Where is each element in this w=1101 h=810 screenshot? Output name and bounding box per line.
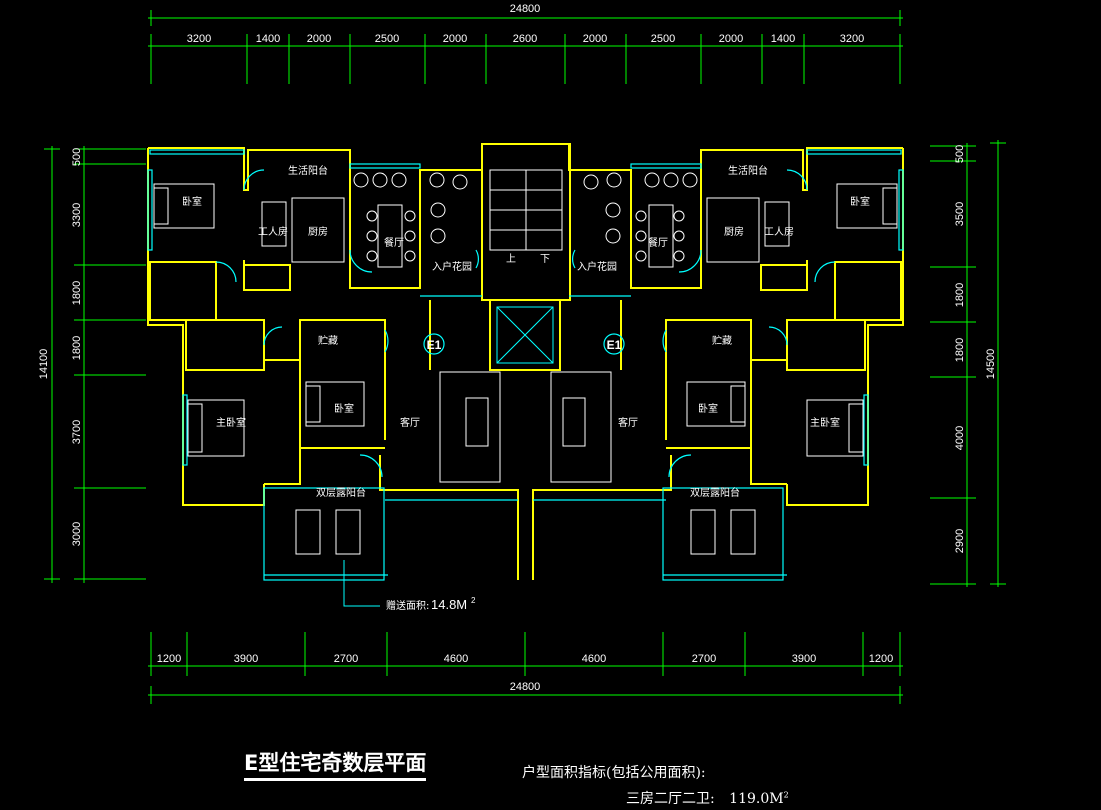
drawing-title: E型住宅奇数层平面 (244, 750, 427, 781)
bottom-dim-6: 2700 (692, 653, 716, 665)
area-index-sup: 2 (783, 790, 789, 800)
label-left-maid-room: 工人房 (258, 225, 288, 238)
area-index-value: 三房二厅二卫: 119.0M2 (626, 788, 789, 808)
top-dim-9: 2000 (719, 33, 743, 45)
top-dim-11: 3200 (840, 33, 864, 45)
top-dim-3: 2000 (307, 33, 331, 45)
label-right-double-balcony: 双层露阳台 (690, 486, 740, 499)
bottom-segment-dimensions: 1200 3900 2700 4600 4600 2700 3900 1200 (157, 653, 893, 665)
left-dim-1: 500 (71, 148, 83, 166)
bottom-total-dimension: 24800 (510, 681, 541, 693)
unit-tag-right: E1 (603, 333, 625, 355)
label-right-maid-room: 工人房 (764, 225, 794, 238)
top-dim-2: 1400 (256, 33, 280, 45)
top-segment-dimensions: 3200 1400 2000 2500 2000 2600 2000 2500 … (187, 33, 864, 45)
top-dim-4: 2500 (375, 33, 399, 45)
unit-tag-right-text: E1 (607, 338, 622, 352)
label-right-bedroom-top: 卧室 (850, 195, 870, 208)
label-left-dining: 餐厅 (384, 236, 404, 249)
left-dim-4: 1800 (71, 336, 83, 360)
bonus-area-value: 14.8M (431, 597, 467, 612)
room-labels-left: 卧室 生活阳台 工人房 厨房 餐厅 入户花园 贮藏 卧室 主卧室 客厅 双层露阳… (182, 164, 472, 499)
bottom-dim-4: 4600 (444, 653, 468, 665)
label-left-living: 客厅 (400, 416, 420, 429)
right-dimensions: 14500 500 3500 1800 1800 4000 2900 (954, 145, 997, 553)
label-right-master-bedroom: 主卧室 (810, 416, 840, 429)
bottom-dim-8: 1200 (869, 653, 893, 665)
left-dim-2: 3300 (71, 203, 83, 227)
label-left-bedroom-top: 卧室 (182, 195, 202, 208)
bottom-dim-7: 3900 (792, 653, 816, 665)
top-dim-6: 2600 (513, 33, 537, 45)
unit-tag-left-text: E1 (427, 338, 442, 352)
right-dim-6: 2900 (954, 529, 966, 553)
windows (147, 149, 904, 581)
fixtures (153, 169, 898, 555)
label-left-kitchen: 厨房 (308, 225, 328, 238)
top-ticks (150, 34, 901, 84)
left-total-dimension: 14100 (38, 349, 50, 380)
label-right-living: 客厅 (618, 416, 638, 429)
top-total-dimension: 24800 (510, 3, 541, 15)
label-left-bedroom-mid: 卧室 (334, 402, 354, 415)
left-dim-6: 3000 (71, 522, 83, 546)
bottom-dim-5: 4600 (582, 653, 606, 665)
dimension-lines (44, 10, 1006, 704)
right-dim-3: 1800 (954, 283, 966, 307)
left-dim-3: 1800 (71, 281, 83, 305)
stair-up-label: 上 (506, 253, 516, 265)
label-left-double-balcony: 双层露阳台 (316, 486, 366, 499)
room-labels-right: 卧室 生活阳台 工人房 厨房 餐厅 入户花园 贮藏 卧室 主卧室 客厅 双层露阳… (577, 164, 870, 499)
label-left-storage: 贮藏 (318, 334, 338, 347)
left-dim-5: 3700 (71, 420, 83, 444)
bottom-dim-3: 2700 (334, 653, 358, 665)
label-right-dining: 餐厅 (648, 236, 668, 249)
label-right-entry-garden: 入户花园 (577, 260, 617, 273)
right-dim-2: 3500 (954, 202, 966, 226)
right-total-dimension: 14500 (985, 349, 997, 380)
area-index-layout: 三房二厅二卫: (626, 791, 715, 807)
bottom-dim-2: 3900 (234, 653, 258, 665)
label-right-bedroom-mid: 卧室 (698, 402, 718, 415)
label-right-storage: 贮藏 (712, 334, 732, 347)
left-dimensions: 14100 500 3300 1800 1800 3700 3000 (38, 148, 83, 546)
right-dim-4: 1800 (954, 338, 966, 362)
bonus-area-callout: 赠送面积: 14.8M 2 (343, 560, 476, 612)
bonus-area-sup: 2 (471, 596, 476, 605)
label-left-entry-garden: 入户花园 (432, 260, 472, 273)
top-dim-10: 1400 (771, 33, 795, 45)
label-right-kitchen: 厨房 (724, 225, 744, 238)
bottom-ticks (150, 632, 901, 676)
stair-down-label: 下 (540, 254, 550, 265)
right-dim-1: 500 (954, 145, 966, 163)
top-dim-1: 3200 (187, 33, 211, 45)
label-left-master-bedroom: 主卧室 (216, 416, 246, 429)
area-index-number: 119.0M (729, 791, 784, 807)
right-dim-5: 4000 (954, 426, 966, 450)
unit-tag-left: E1 (423, 333, 445, 355)
bonus-area-label: 赠送面积: (386, 599, 429, 612)
top-dim-5: 2000 (443, 33, 467, 45)
top-dim-8: 2500 (651, 33, 675, 45)
bottom-dim-1: 1200 (157, 653, 181, 665)
label-right-service-balcony: 生活阳台 (728, 164, 768, 177)
area-index-label: 户型面积指标(包括公用面积): (522, 765, 706, 781)
top-dim-7: 2000 (583, 33, 607, 45)
label-left-service-balcony: 生活阳台 (288, 164, 328, 177)
